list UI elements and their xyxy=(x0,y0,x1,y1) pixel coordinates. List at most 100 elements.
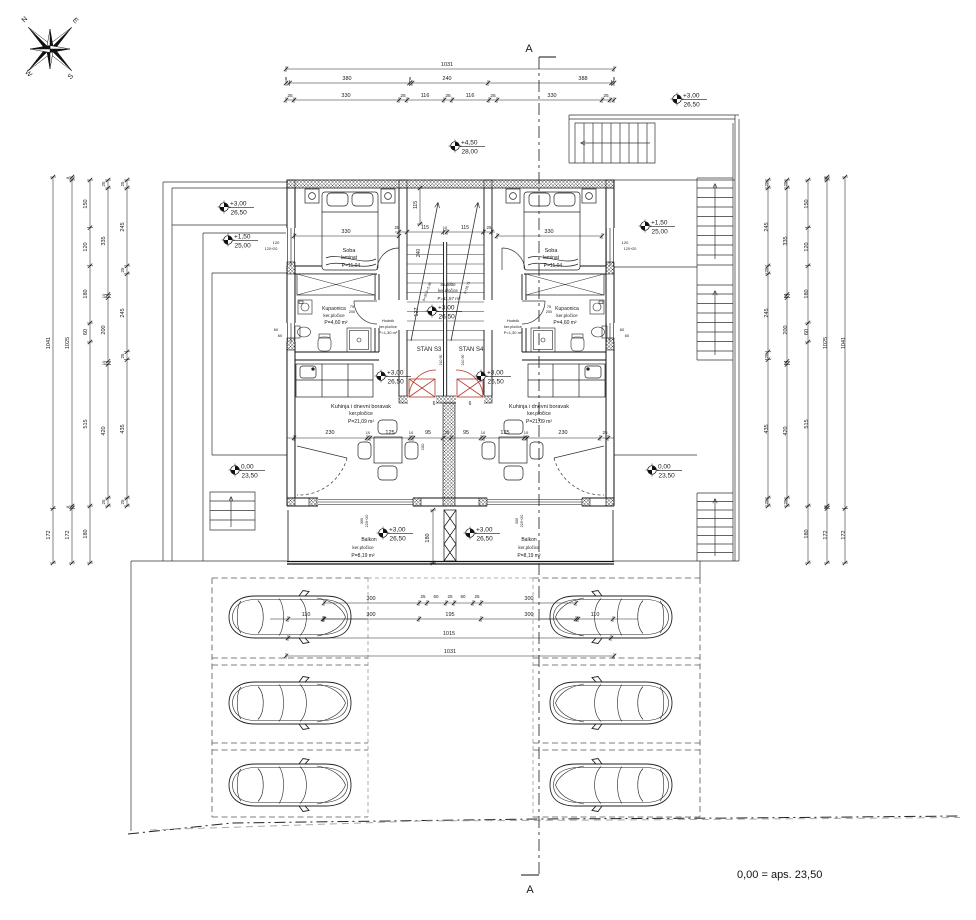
left_dims-label: 420 xyxy=(101,426,107,435)
interior_dims-label: 25 xyxy=(602,430,608,435)
svg-text:+3,00: +3,00 xyxy=(476,527,493,534)
svg-text:+1,50: +1,50 xyxy=(651,220,668,227)
right_dims-label: 10 xyxy=(783,360,788,365)
right_dims-label: 25 xyxy=(764,267,769,273)
stair_dims-label: 115 xyxy=(421,225,429,231)
svg-text:26,50: 26,50 xyxy=(388,379,405,386)
right_dims-label: 335 xyxy=(783,236,789,245)
stair_dims-label: 10 xyxy=(443,225,448,230)
rooms-label: Soba xyxy=(343,248,357,254)
dimension-line xyxy=(417,185,423,227)
svg-text:0,00: 0,00 xyxy=(658,464,671,471)
top_dims-label: 8 xyxy=(285,76,288,81)
window_dims-label: 60 xyxy=(625,333,630,338)
left_dims-label: 8 xyxy=(65,505,70,508)
interior_dims-label: 300 xyxy=(515,518,519,524)
interior_dims-label: 75 xyxy=(350,305,354,309)
left_dims-label: 1025 xyxy=(65,337,71,349)
right_dims-label: 180 xyxy=(804,289,810,298)
rooms-label: P=8,19 m² xyxy=(351,553,375,559)
dimension-line xyxy=(842,174,848,566)
wardrobe-right xyxy=(525,273,605,296)
window_dims-label: 120+20 xyxy=(265,247,278,251)
building-walls xyxy=(286,179,616,507)
svg-text:26,50: 26,50 xyxy=(390,536,407,543)
window_dims-label: 60 xyxy=(620,327,625,332)
dimension-line xyxy=(321,600,579,606)
top_dims-label: 8 xyxy=(613,76,616,81)
interior_dims-label: 10 xyxy=(481,430,486,435)
bottom_dims-label: 25 xyxy=(474,594,480,599)
left_dims-label: 25 xyxy=(120,181,125,187)
svg-text:23,50: 23,50 xyxy=(659,473,676,480)
rooms-label: P=8,19 m² xyxy=(517,553,541,559)
right_dims-label: 180 xyxy=(804,529,810,538)
bottom_dims-label: 25 xyxy=(447,594,453,599)
left_dims-label: 245 xyxy=(120,222,126,231)
top_dims-label: 116 xyxy=(421,93,430,99)
dimension-line xyxy=(283,653,617,659)
left_dims-label: 8 xyxy=(65,176,70,179)
interior_dims-label: 230 xyxy=(558,430,567,436)
interior_dims-label: 200 xyxy=(546,310,552,314)
interior_dims-label: 230 xyxy=(325,430,334,436)
section-line-a xyxy=(521,56,556,876)
rooms-label: Kuhinja i dnevni boravak xyxy=(331,404,391,410)
left_dims-label: 172 xyxy=(46,530,52,539)
right_dims-label: 25 xyxy=(764,499,769,505)
bottom_dims-label: 110 xyxy=(591,612,600,618)
left_dims-label: 150 xyxy=(83,199,89,208)
rooms-label: Stubište xyxy=(440,282,456,287)
svg-text:+4,50: +4,50 xyxy=(461,140,478,147)
units-label: STAN S3 xyxy=(417,347,442,353)
right_dims-label: 10 xyxy=(783,293,788,298)
dimension-line xyxy=(283,66,617,72)
right_dims-label: 515 xyxy=(804,419,810,428)
left_dims-label: 180 xyxy=(83,289,89,298)
dimension-lines xyxy=(50,66,848,659)
right_dims-label: 25 xyxy=(764,353,769,359)
window_dims-label: 60 xyxy=(274,327,279,332)
parked-cars xyxy=(228,590,673,812)
interior_dims-label: 10 xyxy=(524,430,529,435)
furniture xyxy=(295,188,606,481)
top_dims-label: 1031 xyxy=(441,62,453,68)
rooms-label: P=21,09 m² xyxy=(526,419,552,425)
top_dims-label: 388 xyxy=(578,76,587,82)
kitchen-counter-left xyxy=(295,363,374,398)
bottom_dims-label: 195 xyxy=(445,612,454,618)
compass-label: S xyxy=(67,73,75,81)
units-label: 210 90 xyxy=(439,355,443,366)
bottom_dims-label: 110 xyxy=(302,612,311,618)
dimension-line xyxy=(395,229,495,235)
dimension-line xyxy=(270,616,368,622)
left_dims-label: 25 xyxy=(120,353,125,359)
left_dims-label: 515 xyxy=(83,419,89,428)
dimension-line xyxy=(540,616,638,622)
compass-label: W xyxy=(23,69,33,79)
rooms-label: ker.pločice xyxy=(504,325,522,329)
dimension-line xyxy=(494,233,605,239)
right_dims-label: 435 xyxy=(764,424,770,433)
bed-left xyxy=(304,188,396,271)
rooms-label: ker.pločice xyxy=(379,325,397,329)
stair_dims-label: 25 xyxy=(486,225,492,230)
interior_dims-label: 180 xyxy=(425,533,431,542)
left_dims-label: 180 xyxy=(83,529,89,538)
right_dims-label: 172 xyxy=(823,530,829,539)
rooms-label: P=11,04 xyxy=(544,263,563,269)
right_dims-label: 25 xyxy=(764,181,769,187)
dimension-line xyxy=(824,174,830,566)
interior_dims-label: 10 xyxy=(409,430,414,435)
dimension-line xyxy=(765,177,771,509)
top_dims-label: 8 xyxy=(409,76,412,81)
left_dims-label: 245 xyxy=(120,308,126,317)
right_dims-label: 200 xyxy=(783,325,789,334)
dimension-line xyxy=(283,80,617,86)
